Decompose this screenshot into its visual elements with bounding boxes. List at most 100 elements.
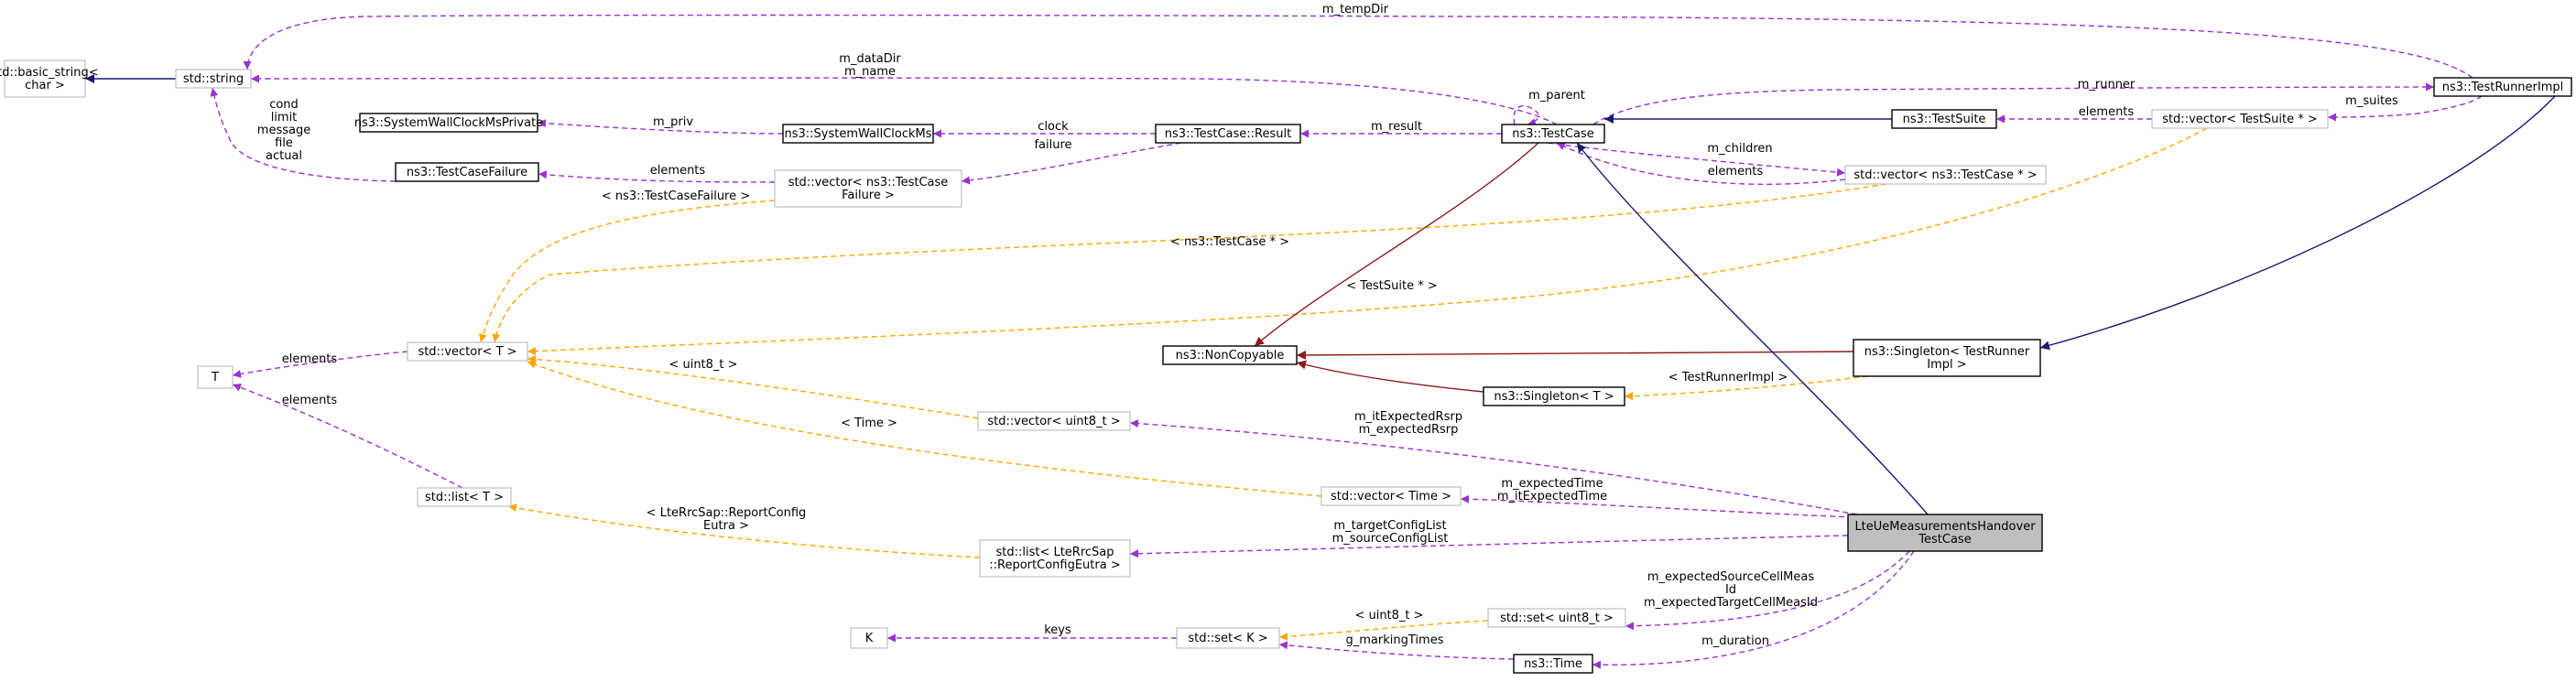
edge-label-line: m_parent xyxy=(1528,89,1585,103)
class-box xyxy=(977,411,1131,431)
edge-label-line: m_tempDir xyxy=(1322,3,1389,16)
class-node-k[interactable]: K xyxy=(850,627,888,649)
class-node-basic-string[interactable]: std::basic_string<char > xyxy=(0,60,99,98)
class-box xyxy=(1501,124,1605,144)
edge-label-suite-elements: elements xyxy=(2079,105,2135,119)
private-relation-edge xyxy=(1296,360,1484,393)
edge-label-m-suites: m_suites xyxy=(2345,94,2398,108)
edge-label-m-tempDir: m_tempDir xyxy=(1322,3,1389,16)
class-node-test-runner-impl[interactable]: ns3::TestRunnerImpl xyxy=(2433,77,2572,97)
edge-label-line: < ns3::TestCase * > xyxy=(1170,235,1289,249)
class-node-t[interactable]: T xyxy=(197,365,234,389)
usage-relation-edge xyxy=(1278,641,1515,660)
class-node-test-suite[interactable]: ns3::TestSuite xyxy=(1891,109,1997,129)
class-node-non-copyable[interactable]: ns3::NonCopyable xyxy=(1162,345,1298,365)
usage-relation-edge xyxy=(1592,550,1915,669)
class-name-line: std::set< uint8_t > xyxy=(1500,612,1614,625)
class-node-list-t[interactable]: std::list< T > xyxy=(417,487,512,507)
edge-label-failure-elements: elements xyxy=(650,164,706,178)
class-name-line: K xyxy=(865,632,874,645)
public-relation-edge xyxy=(1576,142,1929,515)
edge-label-line: Eutra > xyxy=(703,519,749,533)
edge-label-line: m_priv xyxy=(653,115,693,129)
class-name-line: std::string xyxy=(183,72,244,86)
class-name-line: Failure > xyxy=(842,189,895,202)
edge-label-line: m_expectedSourceCellMeas xyxy=(1647,570,1815,584)
class-box xyxy=(175,69,252,89)
edge-label-line: m_runner xyxy=(2078,78,2136,92)
class-box xyxy=(782,124,934,144)
class-box xyxy=(395,162,539,182)
class-node-vector-test-case[interactable]: std::vector< ns3::TestCase * > xyxy=(1844,165,2047,185)
class-box xyxy=(2433,77,2572,97)
class-name-line: ns3::Singleton< TestRunner xyxy=(1864,345,2030,359)
class-box xyxy=(774,169,962,208)
class-box xyxy=(197,365,234,389)
edge-label-line: Id xyxy=(1725,583,1736,597)
class-name-line: ns3::TestCaseFailure xyxy=(407,166,527,179)
edge-label-m-runner: m_runner xyxy=(2078,78,2136,92)
class-name-line: ns3::NonCopyable xyxy=(1176,349,1285,363)
class-name-line: std::basic_string< xyxy=(0,66,99,80)
class-name-line: ns3::SystemWallClockMsPrivate xyxy=(354,116,543,130)
edge-label-m-parent: m_parent xyxy=(1528,89,1585,103)
class-box xyxy=(1847,514,2043,552)
class-box xyxy=(1487,608,1626,628)
class-node-singleton-t[interactable]: ns3::Singleton< T > xyxy=(1483,386,1625,406)
class-node-test-case[interactable]: ns3::TestCase xyxy=(1501,124,1605,144)
class-name-line: Impl > xyxy=(1927,358,1966,372)
usage-relation-edge xyxy=(1129,419,1858,515)
class-box xyxy=(2151,109,2329,129)
class-box xyxy=(1321,486,1462,506)
class-name-line: char > xyxy=(25,79,65,92)
class-name-line: ns3::TestRunnerImpl xyxy=(2442,81,2564,94)
class-node-list-report-config[interactable]: std::list< LteRrcSap::ReportConfigEutra … xyxy=(979,539,1131,578)
template-relation-edge xyxy=(527,360,1322,497)
class-name-line: LteUeMeasurementsHandover xyxy=(1854,520,2036,534)
edge-label-line: m_dataDir xyxy=(839,52,901,66)
class-box xyxy=(1155,124,1301,144)
class-node-system-wall-clock-ms[interactable]: ns3::SystemWallClockMs xyxy=(782,124,934,144)
class-node-test-case-result[interactable]: ns3::TestCase::Result xyxy=(1155,124,1301,144)
class-node-singleton-test-runner-impl[interactable]: ns3::Singleton< TestRunnerImpl > xyxy=(1853,339,2041,377)
class-node-vector-uint8[interactable]: std::vector< uint8_t > xyxy=(977,411,1131,431)
private-relation-edge xyxy=(1296,350,1854,360)
edge-label-line: < uint8_t > xyxy=(1354,609,1423,622)
class-name-line: ns3::Time xyxy=(1524,657,1582,671)
edge-label-tmpl-test-case-failure: < ns3::TestCaseFailure > xyxy=(602,189,750,203)
class-node-time[interactable]: ns3::Time xyxy=(1513,654,1593,674)
edge-label-line: actual xyxy=(266,149,302,163)
usage-relation-edge xyxy=(1592,82,2435,125)
class-node-set-uint8[interactable]: std::set< uint8_t > xyxy=(1487,608,1626,628)
class-node-vector-t[interactable]: std::vector< T > xyxy=(407,341,528,362)
edge-label-line: m_name xyxy=(844,65,896,79)
template-relation-edge xyxy=(492,183,1887,343)
class-name-line: std::list< T > xyxy=(425,491,504,504)
class-node-vector-time[interactable]: std::vector< Time > xyxy=(1321,486,1462,506)
usage-relation-edge xyxy=(1460,494,1854,518)
class-box xyxy=(1853,339,2041,377)
class-name-line: std::vector< ns3::TestCase xyxy=(788,176,949,189)
edge-label-vector-t-elements: elements xyxy=(282,352,338,366)
edge-label-tmpl-uint8-vector: < uint8_t > xyxy=(668,358,737,372)
class-node-test-case-failure[interactable]: ns3::TestCaseFailure xyxy=(395,162,539,182)
edge-label-line: file xyxy=(275,136,293,150)
class-node-string[interactable]: std::string xyxy=(175,69,252,89)
usage-relation-edge xyxy=(537,119,784,135)
class-name-line: std::vector< TestSuite * > xyxy=(2162,113,2318,126)
class-node-set-k[interactable]: std::set< K > xyxy=(1176,627,1280,649)
class-node-vector-test-suite[interactable]: std::vector< TestSuite * > xyxy=(2151,109,2329,129)
class-node-system-wall-clock-ms-private[interactable]: ns3::SystemWallClockMsPrivate xyxy=(354,113,543,133)
edge-label-tmpl-test-runner-impl: < TestRunnerImpl > xyxy=(1668,371,1788,384)
class-node-vector-test-case-failure[interactable]: std::vector< ns3::TestCaseFailure > xyxy=(774,169,962,208)
usage-relation-edge xyxy=(1556,142,1846,185)
usage-relation-edge xyxy=(250,74,1558,125)
class-box xyxy=(407,341,528,362)
usage-relation-edge xyxy=(538,170,776,183)
class-box xyxy=(4,60,86,98)
edge-label-m-children: m_children xyxy=(1707,142,1772,156)
template-relation-edge xyxy=(478,200,776,343)
